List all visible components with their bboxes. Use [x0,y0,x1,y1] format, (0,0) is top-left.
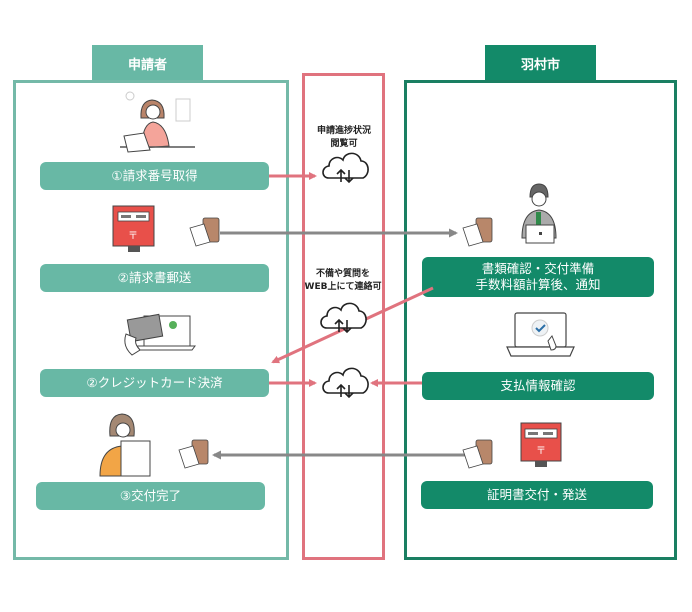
step-certificate-shipping[interactable]: 証明書交付・発送 [421,481,653,509]
progress-note-line2: 閲覧可 [330,139,358,149]
cloud-sync-icon [322,152,369,184]
contact-note-line1: 不備や質問を [315,269,370,279]
cloud-sync-icon [320,302,367,334]
step-delivery-complete[interactable]: ③交付完了 [36,482,265,510]
step-credit-payment[interactable]: ②クレジットカード決済 [40,369,269,397]
envelope-document-icon [178,439,209,469]
step-document-review-line2: 手数料額計算後、通知 [475,277,601,292]
step-request-number[interactable]: ①請求番号取得 [40,162,269,190]
step-certificate-shipping-label: 証明書交付・発送 [486,487,587,502]
person-document-icon [99,413,151,477]
envelope-document-icon [462,439,493,469]
step-delivery-complete-label: ③交付完了 [119,488,182,503]
envelope-document-icon [462,217,493,247]
person-laptop-icon [120,91,195,153]
city-tab-label: 羽村市 [520,57,560,73]
step-request-number-label: ①請求番号取得 [111,168,198,183]
cloud-sync-icon [322,367,369,399]
step-payment-check-label: 支払情報確認 [500,378,576,393]
svg-text:〒: 〒 [128,231,138,242]
staff-laptop-icon [521,183,557,244]
envelope-document-icon [189,217,220,247]
step-mail-request-label: ②請求書郵送 [117,270,192,285]
applicant-panel [13,80,289,560]
city-tab: 羽村市 [485,45,596,81]
step-payment-check[interactable]: 支払情報確認 [422,372,654,400]
step-credit-payment-label: ②クレジットカード決済 [86,375,223,390]
step-document-review-line1: 書類確認・交付準備 [481,261,595,276]
applicant-tab: 申請者 [92,45,203,81]
city-panel [404,80,677,560]
contact-note: 不備や質問を WEB上にて連絡可 [295,268,391,294]
contact-note-line2: WEB上にて連絡可 [304,282,382,292]
postbox-icon: 〒 [520,422,562,467]
step-mail-request[interactable]: ②請求書郵送 [40,264,269,292]
web-panel [302,73,385,560]
applicant-tab-label: 申請者 [127,57,167,73]
progress-note-line1: 申請進捗状況 [316,126,371,136]
postbox-icon: 〒 [112,205,155,252]
progress-note: 申請進捗状況 閲覧可 [296,125,392,151]
step-document-review[interactable]: 書類確認・交付準備 手数料額計算後、通知 [422,257,654,297]
laptop-check-icon [506,312,575,357]
credit-card-laptop-icon [124,313,196,356]
svg-text:〒: 〒 [536,446,546,457]
